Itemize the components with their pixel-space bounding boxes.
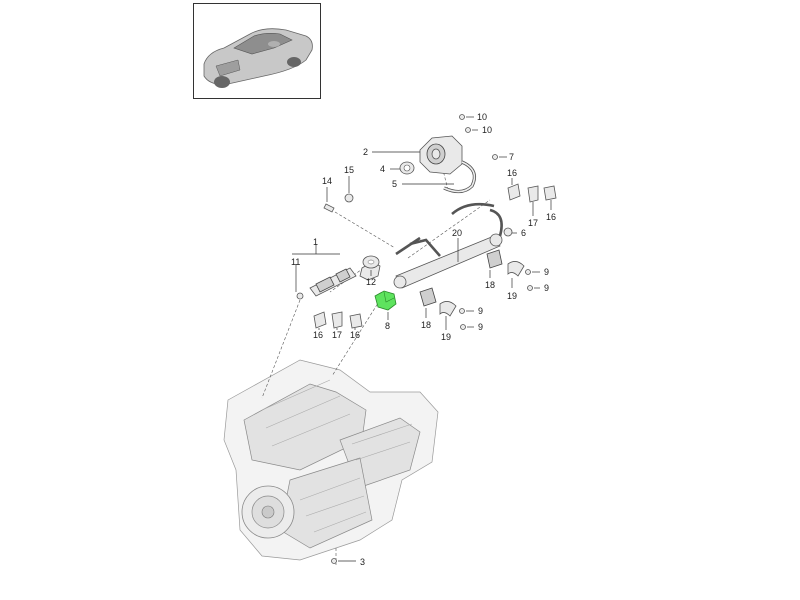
o-ring-11[interactable]	[296, 292, 304, 300]
callout-12[interactable]: 12	[366, 277, 376, 287]
highlighted-part-8[interactable]	[374, 290, 397, 311]
bolt-10-b[interactable]	[465, 127, 471, 133]
bracket-16-a[interactable]	[507, 183, 521, 201]
callout-14[interactable]: 14	[322, 176, 332, 186]
callout-5[interactable]: 5	[392, 179, 397, 189]
bracket-17-b[interactable]	[331, 311, 343, 329]
callout-16-b[interactable]: 16	[546, 212, 556, 222]
callout-16-a[interactable]: 16	[507, 168, 517, 178]
callout-1[interactable]: 1	[313, 237, 318, 247]
callout-3[interactable]: 3	[360, 557, 365, 567]
callout-19-b[interactable]: 19	[441, 332, 451, 342]
clamp-19-b[interactable]	[439, 301, 457, 317]
leader-lines	[292, 116, 552, 562]
screw-7[interactable]	[492, 154, 498, 160]
callout-10-b[interactable]: 10	[482, 125, 492, 135]
sleeve-15[interactable]	[344, 193, 354, 203]
callout-18-a[interactable]: 18	[485, 280, 495, 290]
sports-car-icon	[203, 28, 313, 88]
callout-6[interactable]: 6	[521, 228, 526, 238]
callout-labels: 1 2 3 4 5 6 7 8 9 9 9 9 10 10 11 12 14 1…	[291, 112, 556, 567]
seal-ring[interactable]	[399, 161, 415, 175]
screw-6[interactable]	[503, 227, 513, 237]
bolt-14[interactable]	[323, 203, 335, 213]
callout-9-b[interactable]: 9	[544, 283, 549, 293]
callout-8[interactable]: 8	[385, 321, 390, 331]
callout-19-a[interactable]: 19	[507, 291, 517, 301]
fuel-rail[interactable]	[393, 202, 503, 289]
callout-16-c[interactable]: 16	[313, 330, 323, 340]
callout-4[interactable]: 4	[380, 164, 385, 174]
bolt-3[interactable]	[331, 558, 337, 564]
bolt-9-a[interactable]	[525, 269, 531, 275]
callout-17-a[interactable]: 17	[528, 218, 538, 228]
bolt-9-c[interactable]	[459, 308, 465, 314]
bracket-16-d[interactable]	[349, 313, 363, 329]
bolt-10-a[interactable]	[459, 114, 465, 120]
injector-assembly[interactable]	[309, 267, 357, 297]
callout-18-b[interactable]: 18	[421, 320, 431, 330]
high-pressure-pump[interactable]	[419, 135, 463, 175]
callout-16-d[interactable]: 16	[350, 330, 360, 340]
bolt-9-d[interactable]	[460, 324, 466, 330]
damper-18-b[interactable]	[419, 287, 437, 307]
callout-17-b[interactable]: 17	[332, 330, 342, 340]
bracket-17-a[interactable]	[527, 185, 539, 203]
vehicle-thumbnail[interactable]	[193, 3, 321, 99]
callout-9-d[interactable]: 9	[478, 322, 483, 332]
callout-10-a[interactable]: 10	[477, 112, 487, 122]
damper-18-a[interactable]	[486, 249, 503, 269]
callout-15[interactable]: 15	[344, 165, 354, 175]
callout-11[interactable]: 11	[291, 257, 300, 267]
callout-9-c[interactable]: 9	[478, 306, 483, 316]
seal-12[interactable]	[362, 255, 380, 269]
pressure-pipe[interactable]	[443, 160, 476, 194]
bolt-9-b[interactable]	[527, 285, 533, 291]
callout-7[interactable]: 7	[509, 152, 514, 162]
callout-9-a[interactable]: 9	[544, 267, 549, 277]
bracket-16-c[interactable]	[313, 311, 327, 329]
engine-block[interactable]	[223, 359, 439, 561]
callout-2[interactable]: 2	[363, 147, 368, 157]
bracket-16-b[interactable]	[543, 185, 557, 201]
callout-20[interactable]: 20	[452, 228, 462, 238]
clamp-19-a[interactable]	[507, 261, 525, 277]
